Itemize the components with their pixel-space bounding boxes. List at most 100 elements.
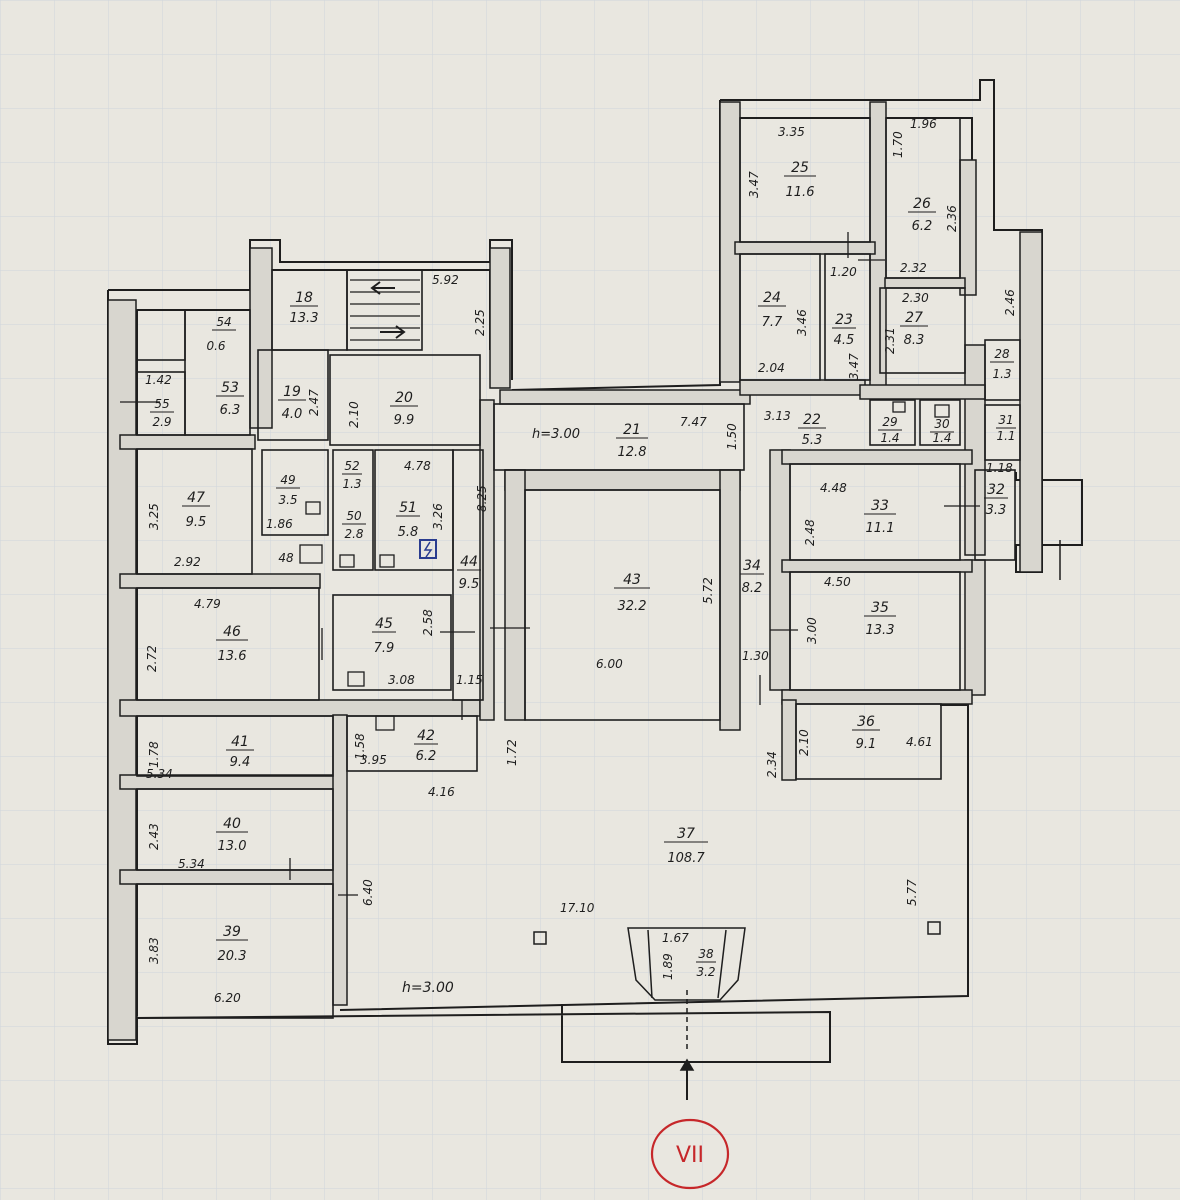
outline-41 (136, 715, 334, 777)
room-21-number: 21 (623, 422, 641, 438)
room-36-number: 36 (857, 714, 875, 730)
outline-29 (869, 399, 916, 446)
dim-label: 1.96 (910, 117, 937, 131)
dim-label: 2.36 (945, 205, 959, 232)
outline-46 (136, 587, 320, 701)
dim-label: 4.61 (906, 735, 933, 749)
dim-label: 2.47 (307, 389, 321, 416)
room-30-area: 1.4 (932, 431, 951, 445)
room-46-area: 13.6 (218, 649, 247, 664)
dim-label: 3.46 (795, 309, 809, 336)
room-20-area: 9.9 (394, 413, 415, 428)
room-45-area: 7.9 (374, 641, 395, 656)
dim-label: 3.13 (764, 409, 791, 423)
room-25-area: 11.6 (786, 185, 815, 200)
room-50-number: 50 (346, 509, 362, 523)
dim-label: 1.50 (725, 423, 739, 450)
room-30-number: 30 (934, 417, 950, 431)
dim-label: 3.26 (431, 503, 445, 530)
dim-label: 4.78 (404, 459, 431, 473)
room-27-area: 8.3 (904, 333, 925, 348)
dim-label: 4.48 (820, 481, 847, 495)
electric-bolt-icon (423, 541, 433, 558)
electric-panel-icon (419, 539, 437, 559)
dim-label: 1.86 (266, 517, 293, 531)
room-54-area: 0.6 (206, 339, 225, 353)
room-47-number: 47 (187, 490, 205, 506)
dim-label: 2.31 (883, 327, 897, 354)
columns (533, 921, 941, 945)
room-19-area: 4.0 (282, 407, 303, 422)
room-53-area: 6.3 (220, 403, 241, 418)
room-32-number: 32 (987, 482, 1005, 498)
dim-label: 6.40 (361, 879, 375, 906)
dim-label: 2.30 (902, 291, 929, 305)
room-33-number: 33 (871, 498, 889, 514)
room-51-number: 51 (399, 500, 417, 516)
room-31-number: 31 (998, 413, 1013, 427)
dim-label: 6.20 (214, 991, 241, 1005)
outline-25 (739, 117, 871, 243)
dim-label: 1.15 (456, 673, 483, 687)
outline-24 (739, 253, 821, 381)
room-21-area: 12.8 (618, 445, 647, 460)
outline-50 (332, 449, 374, 571)
outline-36 (795, 703, 942, 780)
dim-label: 5.72 (701, 577, 715, 604)
dim-label: 3.35 (778, 125, 805, 139)
outline-20 (329, 354, 481, 446)
outline-26 (885, 117, 961, 279)
dim-label: 2.46 (1003, 289, 1017, 316)
outline-33 (789, 463, 961, 561)
room-29-area: 1.4 (880, 431, 899, 445)
ceiling-height-label: h=3.00 (532, 427, 580, 442)
room-25-number: 25 (791, 160, 809, 176)
outline-27 (879, 287, 966, 374)
room-50-area: 2.8 (344, 527, 363, 541)
dim-label: 4.16 (428, 785, 455, 799)
ceiling-height-label: h=3.00 (402, 980, 454, 996)
room-38-area: 3.2 (696, 965, 715, 979)
room-31-area: 1.1 (996, 429, 1015, 443)
outline-49 (261, 449, 329, 536)
dim-label: 1.70 (891, 131, 905, 158)
dim-label: 1.18 (986, 461, 1013, 475)
dim-label: 3.00 (805, 617, 819, 644)
outline-55 (136, 371, 186, 436)
outline-43 (524, 489, 721, 721)
dim-label: 5.92 (432, 273, 459, 287)
dim-label: 5.34 (178, 857, 205, 871)
room-55-area: 2.9 (152, 415, 171, 429)
room-22-number: 22 (803, 412, 821, 428)
outer-wall-right-lower (339, 690, 969, 1011)
room-38-number: 38 (698, 947, 714, 961)
outline-44 (452, 449, 484, 701)
dim-label: 17.10 (560, 901, 595, 915)
room-24-number: 24 (763, 290, 781, 306)
room-44-area: 9.5 (459, 577, 480, 592)
room-41-area: 9.4 (230, 755, 251, 770)
room-45-number: 45 (375, 616, 393, 632)
room-40-number: 40 (223, 816, 241, 832)
room-26-area: 6.2 (912, 219, 933, 234)
room-43-area: 32.2 (618, 599, 647, 614)
dim-label: 2.58 (421, 609, 435, 636)
room-27-number: 27 (905, 310, 923, 326)
dim-label: 1.30 (742, 649, 769, 663)
door-marks (120, 232, 980, 896)
dim-label: 1.89 (661, 953, 675, 980)
sheet-mark-circle (650, 1118, 730, 1190)
outline-39 (136, 883, 334, 1019)
wall-fills (107, 101, 1043, 1041)
east-entry (1052, 540, 1078, 580)
outline-stair (346, 269, 423, 351)
room-26-number: 26 (913, 196, 931, 212)
room-35-area: 13.3 (866, 623, 895, 638)
dim-label: 1.20 (830, 265, 857, 279)
room-24-area: 7.7 (762, 315, 783, 330)
dim-label: 1.72 (505, 739, 519, 766)
room-47-area: 9.5 (186, 515, 207, 530)
fixtures (299, 401, 950, 731)
room-19-number: 19 (283, 384, 301, 400)
